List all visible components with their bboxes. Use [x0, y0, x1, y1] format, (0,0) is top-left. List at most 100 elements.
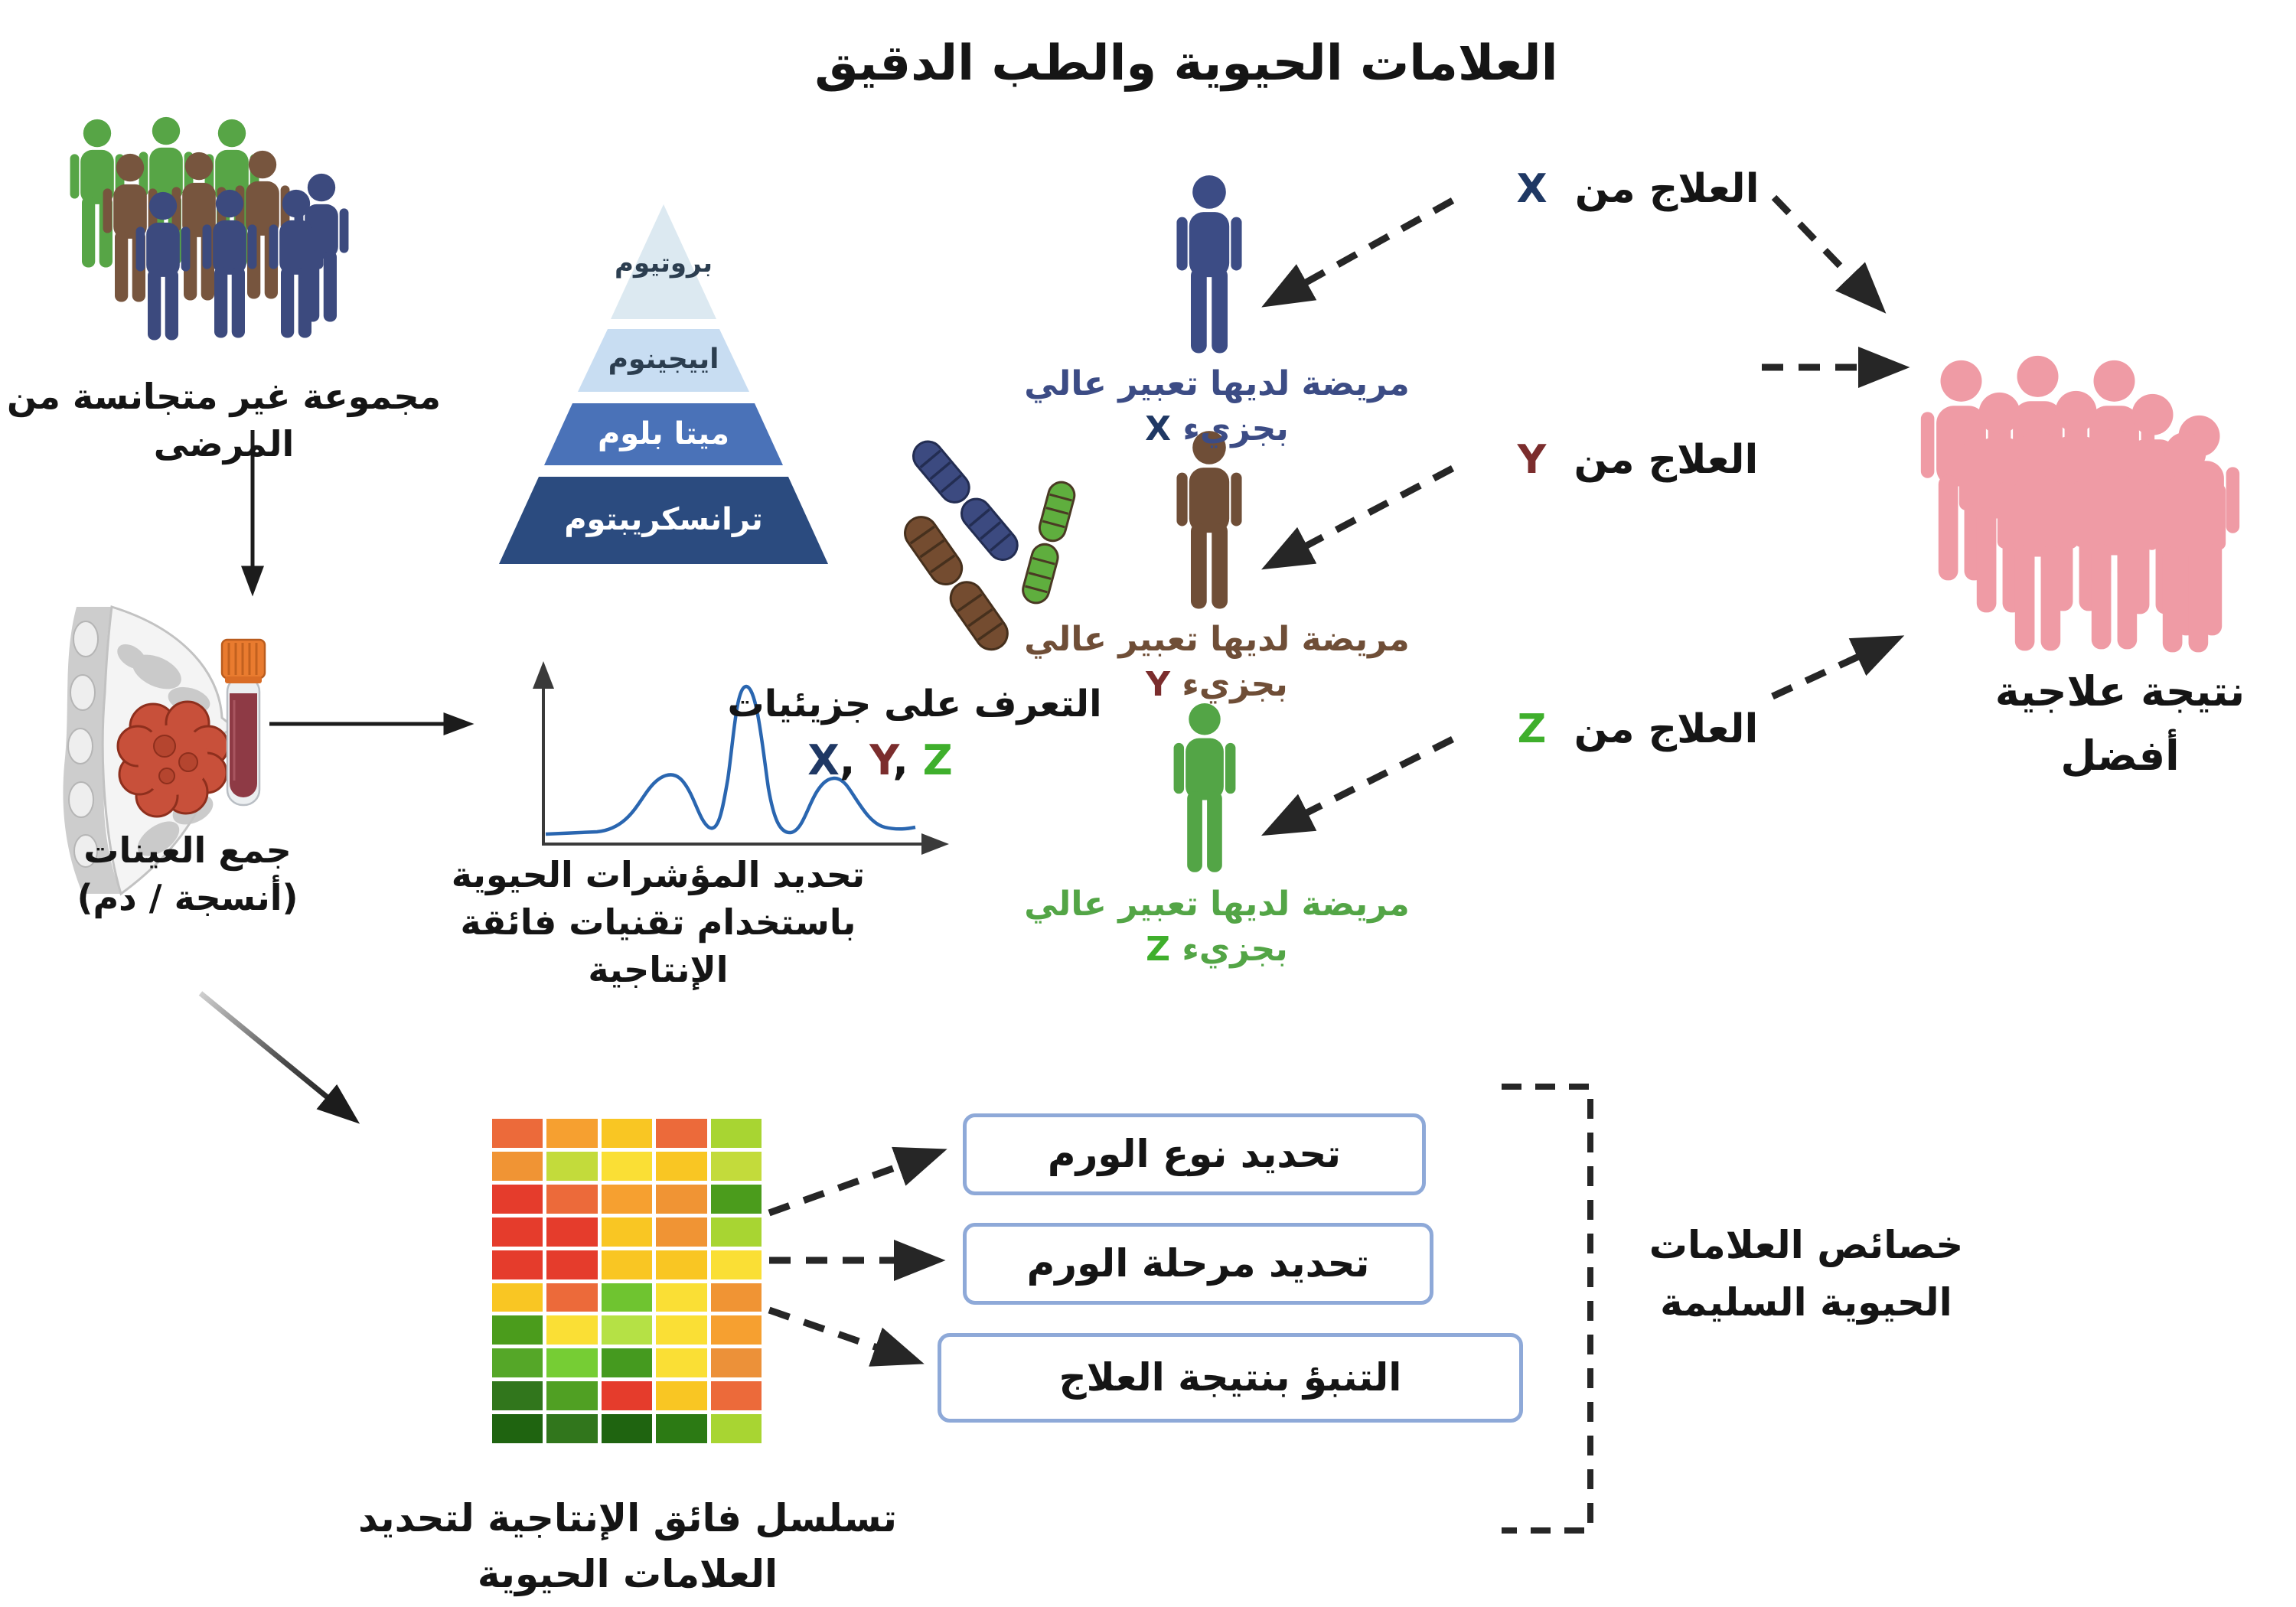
heatmap-cell — [492, 1315, 543, 1345]
heatmap-cell — [710, 1250, 762, 1279]
heatmap-cell — [710, 1119, 762, 1148]
heatmap-cell — [492, 1348, 543, 1378]
heatmap-cell — [546, 1119, 598, 1148]
heatmap-cell — [601, 1250, 653, 1279]
heatmap-cell — [656, 1414, 707, 1443]
heatmap-cell — [492, 1250, 543, 1279]
heatmap-cell — [546, 1250, 598, 1279]
heatmap-cell — [492, 1184, 543, 1214]
heatmap-cell — [546, 1217, 598, 1247]
omics-pyramid — [499, 204, 828, 564]
arrow-x-to-outcome — [1771, 194, 1887, 314]
molecule-z: Z — [922, 736, 953, 784]
heatmap-cell — [546, 1348, 598, 1378]
heatmap-cell — [601, 1217, 653, 1247]
chromosome-navy-icon — [912, 440, 1019, 561]
heatmap-cell — [656, 1283, 707, 1312]
patient-z-label: مريضة لديها تعبير عالي بجزيء Z — [1024, 885, 1410, 970]
pyramid-level-epigenome: اييجينوم — [608, 344, 719, 375]
heatmap-cell — [710, 1315, 762, 1345]
criteria-arrows — [768, 1146, 947, 1367]
heatmap-cell — [546, 1151, 598, 1181]
arrow-to-tumor-type — [768, 1146, 947, 1217]
outcome-arrows — [1762, 194, 1910, 700]
heatmap-cell — [656, 1348, 707, 1378]
heatmap-cell — [492, 1414, 543, 1443]
arrow-treatment-y — [1261, 465, 1455, 570]
arrow-z-to-outcome — [1771, 635, 1905, 700]
criteria-bracket — [1502, 1084, 1593, 1534]
heatmap-cell — [710, 1348, 762, 1378]
molecule-symbols: X, Y, Z — [807, 736, 953, 784]
pyramid-level-proteome: بروتيوم — [615, 248, 713, 279]
heatmap-cell — [492, 1217, 543, 1247]
treatment-x-label: العلاج من X — [1516, 166, 1760, 212]
heatmap-cell — [546, 1283, 598, 1312]
heatmap-cell — [710, 1184, 762, 1214]
patient-group-label: مجموعة غير متجانسة من المرضى — [6, 376, 442, 465]
molecule-y: Y — [869, 736, 893, 784]
heatmap-cell — [601, 1414, 653, 1443]
heatmap-cell — [492, 1151, 543, 1181]
heterogeneous-patient-group-icon — [70, 116, 349, 341]
patient-y-icon — [1176, 431, 1242, 609]
arrow-sample-to-heatmap — [198, 991, 360, 1124]
box-tumor-stage: تحديد مرحلة الورم — [963, 1223, 1433, 1305]
treatment-z-label: العلاج من Z — [1517, 706, 1759, 752]
molecule-x: X — [807, 736, 840, 784]
heatmap-cell — [656, 1217, 707, 1247]
heatmap-cell — [710, 1414, 762, 1443]
heatmap-cell — [492, 1119, 543, 1148]
patient-z-icon — [1173, 703, 1236, 872]
chromosome-green-icon — [1022, 481, 1076, 605]
patient-y-label: مريضة لديها تعبير عالي بجزيء Y — [1024, 620, 1410, 705]
heatmap-cell — [656, 1250, 707, 1279]
heatmap-cell — [710, 1151, 762, 1181]
chromosome-brown-icon — [904, 516, 1009, 651]
heatmap-cell — [492, 1381, 543, 1411]
patient-x-icon — [1176, 175, 1242, 354]
arrow-to-treatment-prediction — [768, 1306, 925, 1367]
heatmap-cell — [710, 1283, 762, 1312]
treatment-y-label: العلاج من Y — [1517, 437, 1759, 483]
better-outcome-group-icon — [1920, 355, 2240, 653]
heatmap-cell — [656, 1151, 707, 1181]
patient-x-label: مريضة لديها تعبير عالي بجزيء X — [1024, 364, 1410, 449]
molecule-recognition-label: التعرف على جزيئيات — [727, 683, 1102, 725]
heatmap-cell — [492, 1283, 543, 1312]
rib-circles — [67, 621, 99, 868]
pyramid-level-transcriptome: ترانسكريبتوم — [564, 502, 763, 537]
arrow-treatment-z — [1261, 735, 1455, 836]
heatmap-cell — [656, 1381, 707, 1411]
page-title: العلامات الحيوية والطب الدقيق — [814, 35, 1558, 92]
heatmap-cell — [656, 1184, 707, 1214]
heatmap-cell — [601, 1315, 653, 1345]
arrow-treatment-x — [1261, 197, 1455, 308]
heatmap-cell — [601, 1119, 653, 1148]
heatmap-cell — [546, 1315, 598, 1345]
heatmap-cell — [546, 1381, 598, 1411]
biomarker-identification-label: تحديد المؤشرات الحيوية باستخدام تقنيات ف… — [451, 854, 866, 991]
biomarker-peak-chart — [533, 661, 949, 855]
box-tumor-type: تحديد نوع الورم — [963, 1113, 1426, 1195]
heatmap-cell — [601, 1184, 653, 1214]
heatmap-label: تسلسل فائق الإنتاجية لتحديد العلامات الح… — [357, 1496, 897, 1596]
heatmap-cell — [601, 1151, 653, 1181]
blood-tube-icon — [220, 638, 266, 807]
heatmap-cell — [546, 1414, 598, 1443]
breast-tissue-illustration — [63, 605, 236, 896]
heatmap-cell — [710, 1217, 762, 1247]
bracket-label: خصائص العلامات الحيوية السليمة — [1649, 1223, 1964, 1325]
heatmap-cell — [601, 1348, 653, 1378]
treatment-arrows — [1261, 197, 1455, 836]
heatmap-cell — [656, 1315, 707, 1345]
box-treatment-prediction: التنبؤ بنتيجة العلاج — [938, 1333, 1523, 1423]
heatmap-cell — [656, 1119, 707, 1148]
pyramid-level-metabolome: ميتا بلوم — [597, 416, 730, 451]
heatmap-cell — [710, 1381, 762, 1411]
heatmap-cell — [546, 1184, 598, 1214]
tumor-icon — [116, 700, 230, 818]
heatmap-grid — [492, 1119, 762, 1443]
